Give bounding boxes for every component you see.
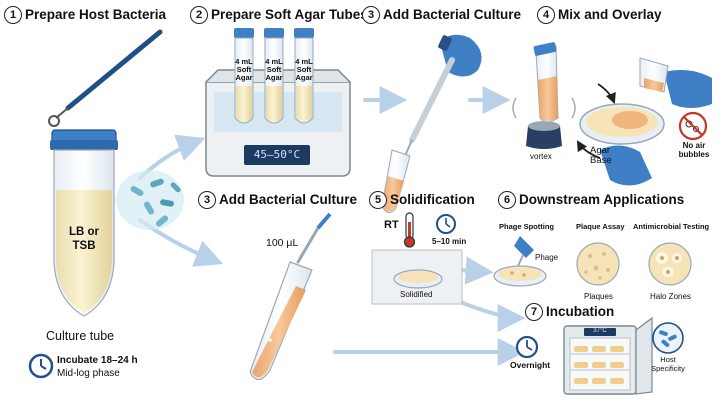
overnight-clock-icon xyxy=(515,335,539,359)
soft-agar-agar-1: Agar xyxy=(235,73,253,82)
step-3b-title: Add Bacterial Culture xyxy=(219,192,358,207)
solidified-plate xyxy=(393,269,443,289)
soft-agar-tubes xyxy=(234,28,314,124)
no-air-bubbles-label: No air bubbles xyxy=(676,141,712,159)
soft-agar-agar-2: Agar xyxy=(265,73,283,82)
antimicrobial-plate xyxy=(648,242,692,286)
step-5-title: Solidification xyxy=(390,192,475,207)
arrow-to-applications xyxy=(456,256,494,285)
arrow-to-incubation xyxy=(453,298,526,332)
timer-icon xyxy=(436,214,456,234)
vortex-label: vortex xyxy=(530,152,552,161)
solidification-time-label: 5–10 min xyxy=(432,237,467,246)
soft-agar-volume-2: 4 mL xyxy=(265,57,283,66)
host-line1: Host xyxy=(660,355,676,364)
step-6-title: Downstream Applications xyxy=(519,192,685,207)
step-7-title: Incubation xyxy=(546,304,615,319)
step-3a-number: 3 xyxy=(362,6,380,24)
incubator xyxy=(563,316,653,395)
incubator-temperature: 37°C xyxy=(593,328,607,334)
mid-log-label: Mid-log phase xyxy=(57,368,120,379)
soft-agar-label-1: 4 mL Soft Agar xyxy=(233,58,255,82)
temperature-display: 45–50°C xyxy=(253,148,301,161)
medium-label-line2: TSB xyxy=(72,240,96,252)
step-4-title: Mix and Overlay xyxy=(558,7,662,22)
clock-icon xyxy=(28,353,54,379)
pipette-tip xyxy=(296,212,332,264)
host-line2: Specificity xyxy=(651,363,685,373)
step-2-number: 2 xyxy=(190,6,208,24)
solidified-label: Solidified xyxy=(400,290,433,299)
volume-label: 100 µL xyxy=(266,237,299,249)
agar-base-line1: Agar xyxy=(590,145,611,156)
soft-agar-label-2: 4 mL Soft Agar xyxy=(263,58,285,82)
agar-plate xyxy=(579,103,665,145)
step-7-number: 7 xyxy=(525,303,543,321)
phage-label: Phage xyxy=(535,253,559,262)
gloved-hand-plate xyxy=(600,145,652,186)
mix-arrows xyxy=(576,83,616,159)
incubate-time-label: Incubate 18–24 h xyxy=(57,355,138,366)
culture-tube-angled xyxy=(249,261,313,381)
agar-base-line2: Base xyxy=(590,155,612,166)
overnight-label: Overnight xyxy=(510,360,551,370)
agar-base-label: Agar Base xyxy=(590,146,612,166)
phage-spotting-label: Phage Spotting xyxy=(499,222,554,231)
culture-tube xyxy=(50,129,118,317)
soft-agar-word-2: Soft xyxy=(266,65,282,74)
inoculation-loop xyxy=(48,29,163,127)
medium-label-line1: LB or xyxy=(68,226,100,238)
step-2-title: Prepare Soft Agar Tubes xyxy=(211,7,368,22)
soft-agar-word-1: Soft xyxy=(236,65,252,74)
culture-tube-label: Culture tube xyxy=(46,329,115,343)
plaque-assay-plate xyxy=(576,242,620,286)
soft-agar-volume-3: 4 mL xyxy=(295,57,313,66)
vortex-mixer xyxy=(512,42,576,149)
step-1-title: Prepare Host Bacteria xyxy=(25,7,167,22)
bacteria-cloud xyxy=(116,170,184,230)
no-bubbles-icon xyxy=(678,111,708,141)
soft-agar-volume-1: 4 mL xyxy=(235,57,253,66)
soft-agar-agar-3: Agar xyxy=(295,73,313,82)
step-3b-number: 3 xyxy=(198,191,216,209)
step-6-number: 6 xyxy=(498,191,516,209)
halo-zones-label: Halo Zones xyxy=(650,292,691,301)
gloved-hand-pour xyxy=(639,57,712,108)
antimicrobial-testing-label: Antimicrobial Testing xyxy=(633,222,710,231)
no-air-line2: bubbles xyxy=(678,150,710,159)
host-specificity-label: Host Specificity xyxy=(650,355,686,373)
step-5-number: 5 xyxy=(369,191,387,209)
plaques-label: Plaques xyxy=(584,292,613,301)
soft-agar-label-3: 4 mL Soft Agar xyxy=(293,58,315,82)
gloved-hand-pipette xyxy=(404,34,482,157)
host-specificity-icon xyxy=(652,322,684,354)
step-4-number: 4 xyxy=(537,6,555,24)
no-air-line1: No air xyxy=(682,141,706,150)
room-temperature-label: RT xyxy=(384,219,399,231)
step-3a-title: Add Bacterial Culture xyxy=(383,7,522,22)
phage-spotting-plate xyxy=(493,236,547,287)
thermometer-icon xyxy=(403,212,416,248)
soft-agar-word-3: Soft xyxy=(296,65,312,74)
plaque-assay-label: Plaque Assay xyxy=(576,222,625,231)
step-1-number: 1 xyxy=(4,6,22,24)
